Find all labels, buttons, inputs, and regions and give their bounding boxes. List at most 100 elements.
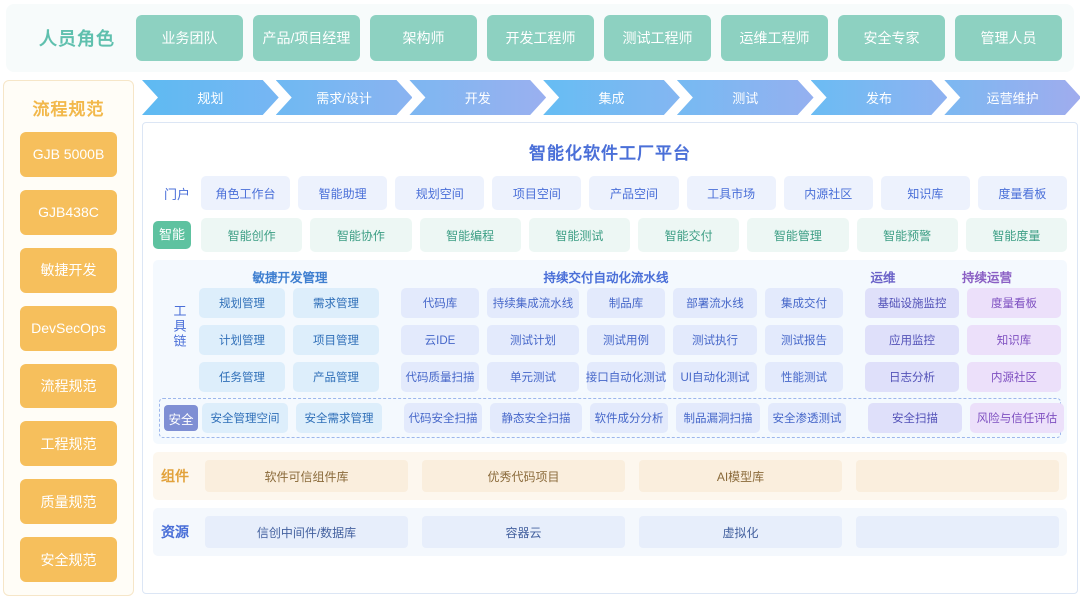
intelligent-badge: 智能 — [153, 221, 191, 249]
phase-development[interactable]: 开发 — [409, 80, 546, 115]
tool-knowledge-base[interactable]: 知识库 — [967, 325, 1061, 355]
portal-item-project-space[interactable]: 项目空间 — [492, 176, 582, 210]
tool-infra-monitoring[interactable]: 基础设施监控 — [865, 288, 959, 318]
role-chip-list: 业务团队 产品/项目经理 架构师 开发工程师 测试工程师 运维工程师 安全专家 … — [136, 15, 1062, 61]
security-scan[interactable]: 安全扫描 — [868, 403, 962, 433]
role-chip-product-project-manager[interactable]: 产品/项目经理 — [253, 15, 360, 61]
tool-project-mgmt[interactable]: 项目管理 — [293, 325, 379, 355]
tool-integration-delivery[interactable]: 集成交付 — [765, 288, 843, 318]
tool-test-plan[interactable]: 测试计划 — [487, 325, 579, 355]
intelligent-item-delivery[interactable]: 智能交付 — [638, 218, 740, 252]
tool-app-monitoring[interactable]: 应用监控 — [865, 325, 959, 355]
portal-item-planning-space[interactable]: 规划空间 — [395, 176, 485, 210]
tool-test-execution[interactable]: 测试执行 — [673, 325, 757, 355]
sidebar-item-devsecops[interactable]: DevSecOps — [20, 305, 117, 351]
phase-testing[interactable]: 测试 — [677, 80, 814, 115]
tool-planning-mgmt[interactable]: 规划管理 — [199, 288, 285, 318]
toolchain-grid: 规划管理 需求管理 代码库 持续集成流水线 制品库 部署流水线 集成交付 基础设… — [199, 288, 1061, 394]
tool-code-quality-scan[interactable]: 代码质量扫描 — [401, 362, 479, 392]
tool-task-mgmt[interactable]: 任务管理 — [199, 362, 285, 392]
resources-label: 资源 — [161, 524, 189, 540]
intelligent-item-early-warning[interactable]: 智能预警 — [856, 218, 958, 252]
security-requirement-mgmt[interactable]: 安全需求管理 — [296, 403, 382, 433]
role-chip-ops-engineer[interactable]: 运维工程师 — [721, 15, 828, 61]
security-row: 安全 安全管理空间 安全需求管理 代码安全扫描 静态安全扫描 软件成分分析 制品… — [159, 398, 1064, 438]
portal-item-tool-market[interactable]: 工具市场 — [686, 176, 776, 210]
resource-virtualization[interactable]: 虚拟化 — [639, 516, 842, 548]
tool-code-repo[interactable]: 代码库 — [401, 288, 479, 318]
tool-test-case[interactable]: 测试用例 — [587, 325, 665, 355]
component-placeholder — [856, 460, 1059, 492]
role-chip-business-team[interactable]: 业务团队 — [136, 15, 243, 61]
tool-requirement-mgmt[interactable]: 需求管理 — [293, 288, 379, 318]
sidebar-item-engineering-spec[interactable]: 工程规范 — [20, 421, 117, 467]
phase-integration[interactable]: 集成 — [543, 80, 680, 115]
tool-log-analysis[interactable]: 日志分析 — [865, 362, 959, 392]
portal-item-ai-assistant[interactable]: 智能助理 — [298, 176, 388, 210]
resource-container-cloud[interactable]: 容器云 — [422, 516, 625, 548]
tool-metrics-board[interactable]: 度量看板 — [967, 288, 1061, 318]
toolchain-block: 敏捷开发管理 持续交付自动化流水线 运维 持续运营 工具链 规划管理 需求管理 … — [153, 260, 1067, 444]
role-chip-security-expert[interactable]: 安全专家 — [838, 15, 945, 61]
sidebar-item-gjb438c[interactable]: GJB438C — [20, 189, 117, 235]
resource-middleware-database[interactable]: 信创中间件/数据库 — [205, 516, 408, 548]
security-risk-trust-assessment[interactable]: 风险与信任评估 — [970, 403, 1064, 433]
intelligent-item-metrics[interactable]: 智能度量 — [965, 218, 1067, 252]
security-artifact-vuln-scan[interactable]: 制品漏洞扫描 — [676, 403, 760, 433]
portal-item-inner-source-community[interactable]: 内源社区 — [783, 176, 873, 210]
phase-requirements-design[interactable]: 需求/设计 — [276, 80, 413, 115]
component-excellent-code-projects[interactable]: 优秀代码项目 — [422, 460, 625, 492]
tool-api-automation-test[interactable]: 接口自动化测试 — [586, 362, 666, 392]
security-cells: 安全管理空间 安全需求管理 代码安全扫描 静态安全扫描 软件成分分析 制品漏洞扫… — [202, 403, 1064, 433]
security-badge: 安全 — [164, 405, 198, 431]
phase-planning[interactable]: 规划 — [142, 80, 279, 115]
security-code-scan[interactable]: 代码安全扫描 — [404, 403, 482, 433]
role-chip-architect[interactable]: 架构师 — [370, 15, 477, 61]
security-mgmt-space[interactable]: 安全管理空间 — [202, 403, 288, 433]
portal-cells: 角色工作台 智能助理 规划空间 项目空间 产品空间 工具市场 内源社区 知识库 … — [201, 176, 1067, 210]
tool-cloud-ide[interactable]: 云IDE — [401, 325, 479, 355]
platform-panel: 智能化软件工厂平台 门户 角色工作台 智能助理 规划空间 项目空间 产品空间 工… — [142, 122, 1078, 594]
component-trusted-library[interactable]: 软件可信组件库 — [205, 460, 408, 492]
intelligent-item-programming[interactable]: 智能编程 — [419, 218, 521, 252]
portal-item-role-workbench[interactable]: 角色工作台 — [201, 176, 291, 210]
role-chip-manager[interactable]: 管理人员 — [955, 15, 1062, 61]
tool-test-report[interactable]: 测试报告 — [765, 325, 843, 355]
role-chip-developer[interactable]: 开发工程师 — [487, 15, 594, 61]
tool-deploy-pipeline[interactable]: 部署流水线 — [673, 288, 757, 318]
role-chip-test-engineer[interactable]: 测试工程师 — [604, 15, 711, 61]
phase-flow: 规划 需求/设计 开发 集成 测试 发布 运营维护 — [142, 80, 1078, 115]
toolchain-row: 计划管理 项目管理 云IDE 测试计划 测试用例 测试执行 测试报告 应用监控 … — [199, 325, 1061, 355]
portal-item-metrics-board[interactable]: 度量看板 — [977, 176, 1067, 210]
intelligent-cells: 智能创作 智能协作 智能编程 智能测试 智能交付 智能管理 智能预警 智能度量 — [201, 218, 1067, 252]
portal-item-knowledge-base[interactable]: 知识库 — [880, 176, 970, 210]
toolchain-heading-cicd: 持续交付自动化流水线 — [543, 270, 669, 285]
tool-inner-source-community[interactable]: 内源社区 — [967, 362, 1061, 392]
intelligent-item-testing[interactable]: 智能测试 — [528, 218, 630, 252]
tool-ci-pipeline[interactable]: 持续集成流水线 — [487, 288, 579, 318]
sidebar-item-security-spec[interactable]: 安全规范 — [20, 537, 117, 582]
sidebar-item-process-spec[interactable]: 流程规范 — [20, 363, 117, 409]
phase-operations[interactable]: 运营维护 — [944, 80, 1080, 115]
tool-product-mgmt[interactable]: 产品管理 — [293, 362, 379, 392]
component-ai-model-library[interactable]: AI模型库 — [639, 460, 842, 492]
tool-artifact-repo[interactable]: 制品库 — [587, 288, 665, 318]
sidebar-item-agile-dev[interactable]: 敏捷开发 — [20, 247, 117, 293]
panel-title: 智能化软件工厂平台 — [529, 144, 691, 163]
sidebar-item-gjb5000b[interactable]: GJB 5000B — [20, 132, 117, 177]
toolchain-row: 规划管理 需求管理 代码库 持续集成流水线 制品库 部署流水线 集成交付 基础设… — [199, 288, 1061, 318]
tool-plan-mgmt[interactable]: 计划管理 — [199, 325, 285, 355]
tool-performance-test[interactable]: 性能测试 — [765, 362, 843, 392]
intelligent-item-management[interactable]: 智能管理 — [747, 218, 849, 252]
security-composition-analysis[interactable]: 软件成分分析 — [590, 403, 668, 433]
sidebar-item-quality-spec[interactable]: 质量规范 — [20, 479, 117, 525]
security-penetration-test[interactable]: 安全渗透测试 — [768, 403, 846, 433]
intelligent-item-collaboration[interactable]: 智能协作 — [310, 218, 412, 252]
tool-unit-test[interactable]: 单元测试 — [487, 362, 579, 392]
sidebar: 流程规范 GJB 5000B GJB438C 敏捷开发 DevSecOps 流程… — [3, 80, 134, 596]
phase-release[interactable]: 发布 — [811, 80, 948, 115]
portal-item-product-space[interactable]: 产品空间 — [589, 176, 679, 210]
intelligent-item-creation[interactable]: 智能创作 — [201, 218, 303, 252]
security-static-scan[interactable]: 静态安全扫描 — [490, 403, 582, 433]
tool-ui-automation-test[interactable]: UI自动化测试 — [673, 362, 757, 392]
